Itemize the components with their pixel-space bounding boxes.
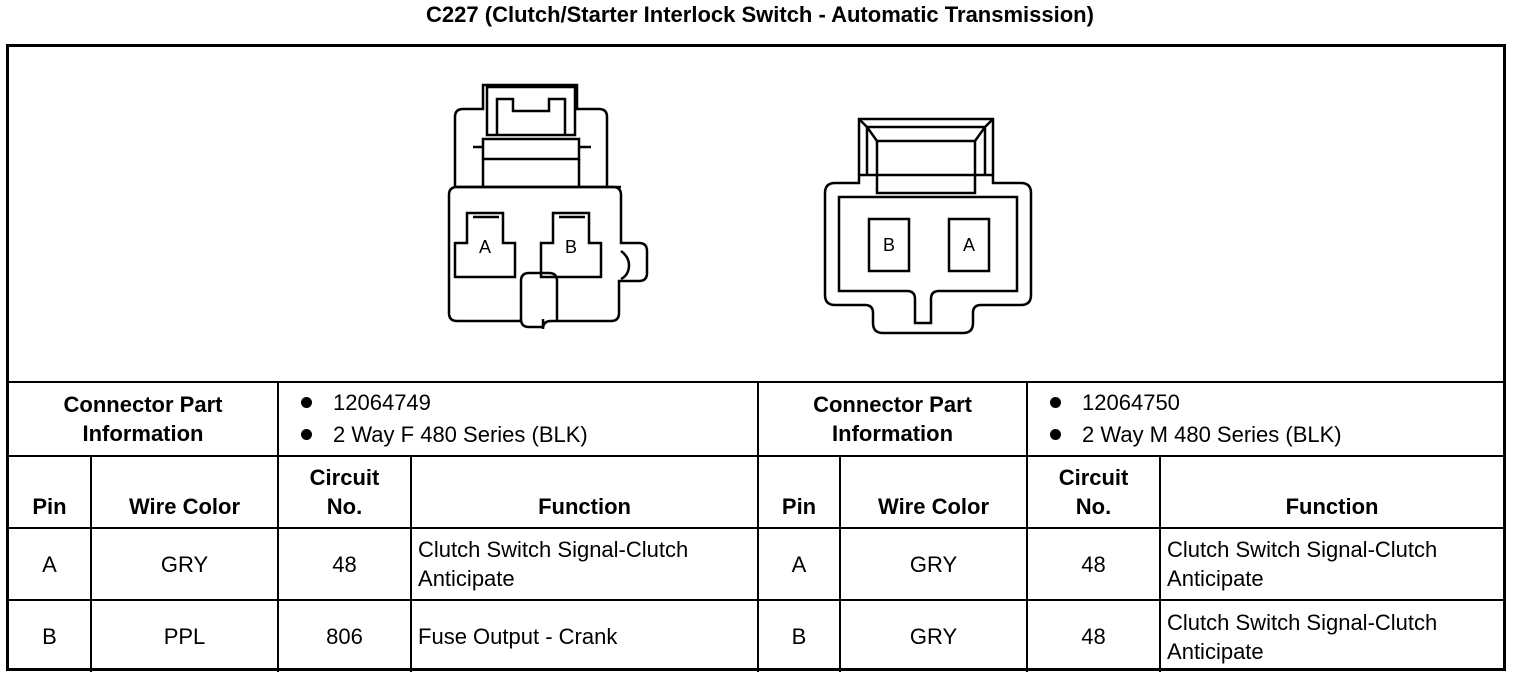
part-number-left: 12064749 xyxy=(299,387,751,419)
wire-color-header-right: Wire Color xyxy=(839,455,1029,529)
circuit-cell: 806 xyxy=(277,599,413,672)
female-cavity-b-label: B xyxy=(565,237,577,257)
connector-drawing-area: A B B A xyxy=(9,47,1503,381)
diagram-title: C227 (Clutch/Starter Interlock Switch - … xyxy=(426,2,1094,27)
circuit-header-left: Circuit No. xyxy=(277,455,413,529)
pin-cell: B xyxy=(9,599,92,672)
table-row: B PPL 806 Fuse Output - Crank B GRY 48 C… xyxy=(9,599,1504,672)
female-cavity-a-label: A xyxy=(479,237,491,257)
wire-color-cell: GRY xyxy=(839,599,1029,672)
pin-header-right: Pin xyxy=(757,455,842,529)
male-connector-face xyxy=(823,117,1033,335)
column-header-row: Pin Wire Color Circuit No. Function Pin … xyxy=(9,455,1504,529)
pin-cell: B xyxy=(757,599,842,672)
part-info-label-right: Connector Part Information xyxy=(757,381,1029,457)
wire-color-header-left: Wire Color xyxy=(89,455,280,529)
wire-color-cell: GRY xyxy=(839,527,1029,601)
function-cell: Fuse Output - Crank xyxy=(410,599,760,672)
circuit-cell: 48 xyxy=(1026,599,1162,672)
part-series-left: 2 Way F 480 Series (BLK) xyxy=(299,419,751,451)
circuit-cell: 48 xyxy=(1026,527,1162,601)
table-row: A GRY 48 Clutch Switch Signal-Clutch Ant… xyxy=(9,527,1504,601)
pin-header-left: Pin xyxy=(9,455,92,529)
part-info-list-left: 12064749 2 Way F 480 Series (BLK) xyxy=(277,381,760,457)
function-cell: Clutch Switch Signal-Clutch Anticipate xyxy=(1159,599,1504,672)
wire-color-cell: PPL xyxy=(89,599,280,672)
function-header-left: Function xyxy=(410,455,760,529)
female-connector-face xyxy=(447,83,649,330)
part-info-label-left: Connector Part Information xyxy=(9,381,280,457)
male-cavity-a-label: A xyxy=(963,235,975,255)
function-cell: Clutch Switch Signal-Clutch Anticipate xyxy=(410,527,760,601)
part-info-row: Connector Part Information 12064749 2 Wa… xyxy=(9,381,1504,457)
part-number-right: 12064750 xyxy=(1048,387,1497,419)
function-header-right: Function xyxy=(1159,455,1504,529)
circuit-header-right: Circuit No. xyxy=(1026,455,1162,529)
part-info-list-right: 12064750 2 Way M 480 Series (BLK) xyxy=(1026,381,1504,457)
male-cavity-b-label: B xyxy=(883,235,895,255)
pin-cell: A xyxy=(9,527,92,601)
pin-cell: A xyxy=(757,527,842,601)
part-series-right: 2 Way M 480 Series (BLK) xyxy=(1048,419,1497,451)
connector-info-table: Connector Part Information 12064749 2 Wa… xyxy=(9,381,1504,672)
connector-frame: A B B A Connector Part Information 12064… xyxy=(6,44,1506,672)
wire-color-cell: GRY xyxy=(89,527,280,601)
function-cell: Clutch Switch Signal-Clutch Anticipate xyxy=(1159,527,1504,601)
circuit-cell: 48 xyxy=(277,527,413,601)
